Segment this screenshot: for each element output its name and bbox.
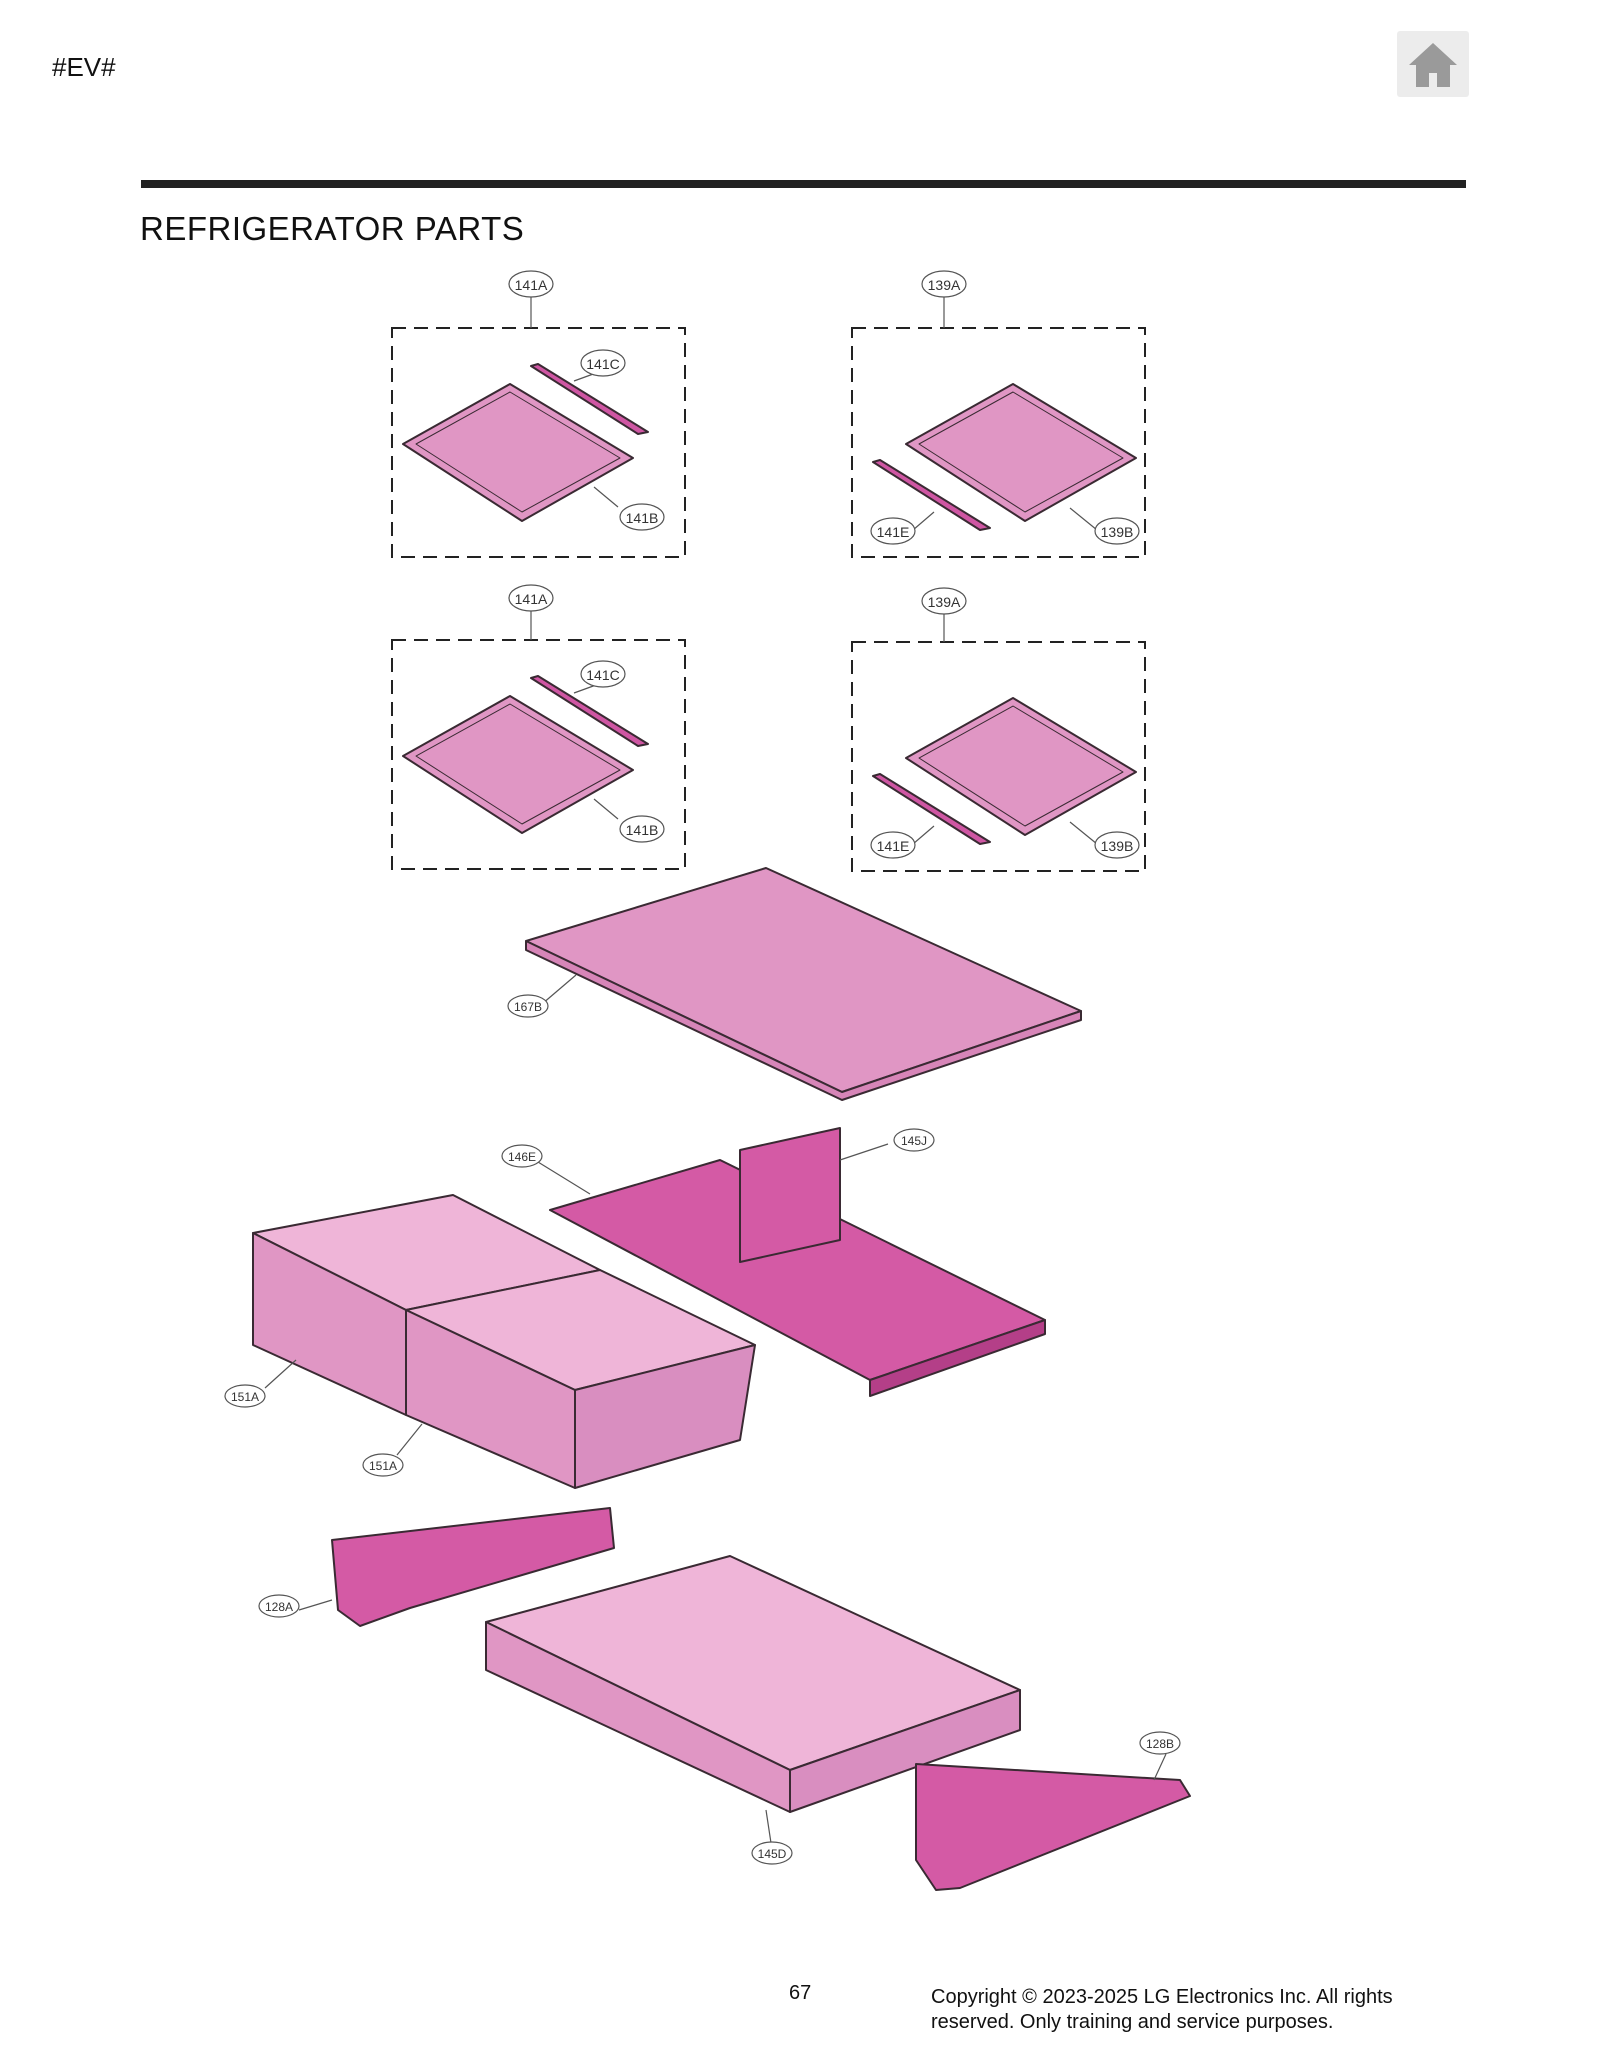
callout-141e bbox=[870, 517, 916, 545]
callout-label: 139B bbox=[1101, 524, 1134, 540]
shelf-bracket-141e bbox=[872, 459, 991, 531]
callout-label: 139A bbox=[928, 594, 961, 610]
callout-141c-2 bbox=[580, 660, 626, 688]
group-box-139a-2 bbox=[851, 641, 1146, 872]
callout-label: 141B bbox=[626, 510, 659, 526]
callout-141a bbox=[508, 270, 554, 298]
callout-151a bbox=[224, 1384, 266, 1408]
page-tag: #EV# bbox=[52, 52, 116, 82]
page-number: 67 bbox=[789, 1982, 812, 2004]
callout-145d bbox=[751, 1841, 793, 1865]
title-rule bbox=[141, 180, 1466, 188]
group-box-139a-1 bbox=[851, 327, 1146, 558]
group-box-141a-1 bbox=[391, 327, 686, 558]
rail-128b bbox=[915, 1763, 1191, 1891]
callout-141b bbox=[619, 503, 665, 531]
callout-141c bbox=[580, 349, 626, 377]
copyright-line: reserved. Only training and service purp… bbox=[931, 2011, 1334, 2033]
home-button[interactable] bbox=[1397, 31, 1469, 97]
callout-label: 151A bbox=[369, 1459, 397, 1473]
shelf-glass-139b-2 bbox=[905, 697, 1137, 836]
shelf-glass-139b bbox=[905, 383, 1137, 522]
callout-label: 141E bbox=[877, 838, 910, 854]
shelf-glass-141b-2 bbox=[402, 695, 634, 834]
callout-label: 151A bbox=[231, 1390, 259, 1404]
callout-label: 139B bbox=[1101, 838, 1134, 854]
callout-141a-2 bbox=[508, 584, 554, 612]
shelf-bracket-141e-2 bbox=[872, 773, 991, 845]
callout-167b bbox=[507, 994, 549, 1018]
callout-label: 145D bbox=[758, 1847, 787, 1861]
group-box-141a-2 bbox=[391, 639, 686, 870]
home-icon bbox=[1409, 43, 1457, 87]
callout-128b bbox=[1139, 1731, 1181, 1755]
divider-145j bbox=[739, 1127, 841, 1263]
callout-label: 141B bbox=[626, 822, 659, 838]
callout-139a bbox=[921, 270, 967, 298]
callout-label: 141C bbox=[586, 667, 619, 683]
callout-label: 146E bbox=[508, 1150, 536, 1164]
callout-label: 141A bbox=[515, 277, 548, 293]
shelf-bracket-141c-2 bbox=[530, 675, 649, 747]
callout-139b bbox=[1094, 517, 1140, 545]
callout-141e-2 bbox=[870, 831, 916, 859]
callout-146e bbox=[501, 1144, 543, 1168]
callout-141b-2 bbox=[619, 815, 665, 843]
rail-128a bbox=[331, 1507, 615, 1627]
callout-139b-2 bbox=[1094, 831, 1140, 859]
callout-139a-2 bbox=[921, 587, 967, 615]
callout-145j bbox=[893, 1128, 935, 1152]
callout-label: 167B bbox=[514, 1000, 542, 1014]
callout-151a-2 bbox=[362, 1453, 404, 1477]
shelf-glass-141b bbox=[402, 383, 634, 522]
section-title: REFRIGERATOR PARTS bbox=[140, 210, 525, 247]
copyright-notice: Copyright © 2023-2025 LG Electronics Inc… bbox=[931, 1985, 1451, 2035]
callout-label: 128A bbox=[265, 1600, 293, 1614]
callout-label: 141A bbox=[515, 591, 548, 607]
callout-label: 128B bbox=[1146, 1737, 1174, 1751]
callout-label: 141E bbox=[877, 524, 910, 540]
callout-label: 139A bbox=[928, 277, 961, 293]
shelf-bracket-141c bbox=[530, 363, 649, 435]
callout-128a bbox=[258, 1594, 300, 1618]
callout-label: 141C bbox=[586, 356, 619, 372]
copyright-line: Copyright © 2023-2025 LG Electronics Inc… bbox=[931, 1986, 1393, 2008]
callout-label: 145J bbox=[901, 1134, 927, 1148]
